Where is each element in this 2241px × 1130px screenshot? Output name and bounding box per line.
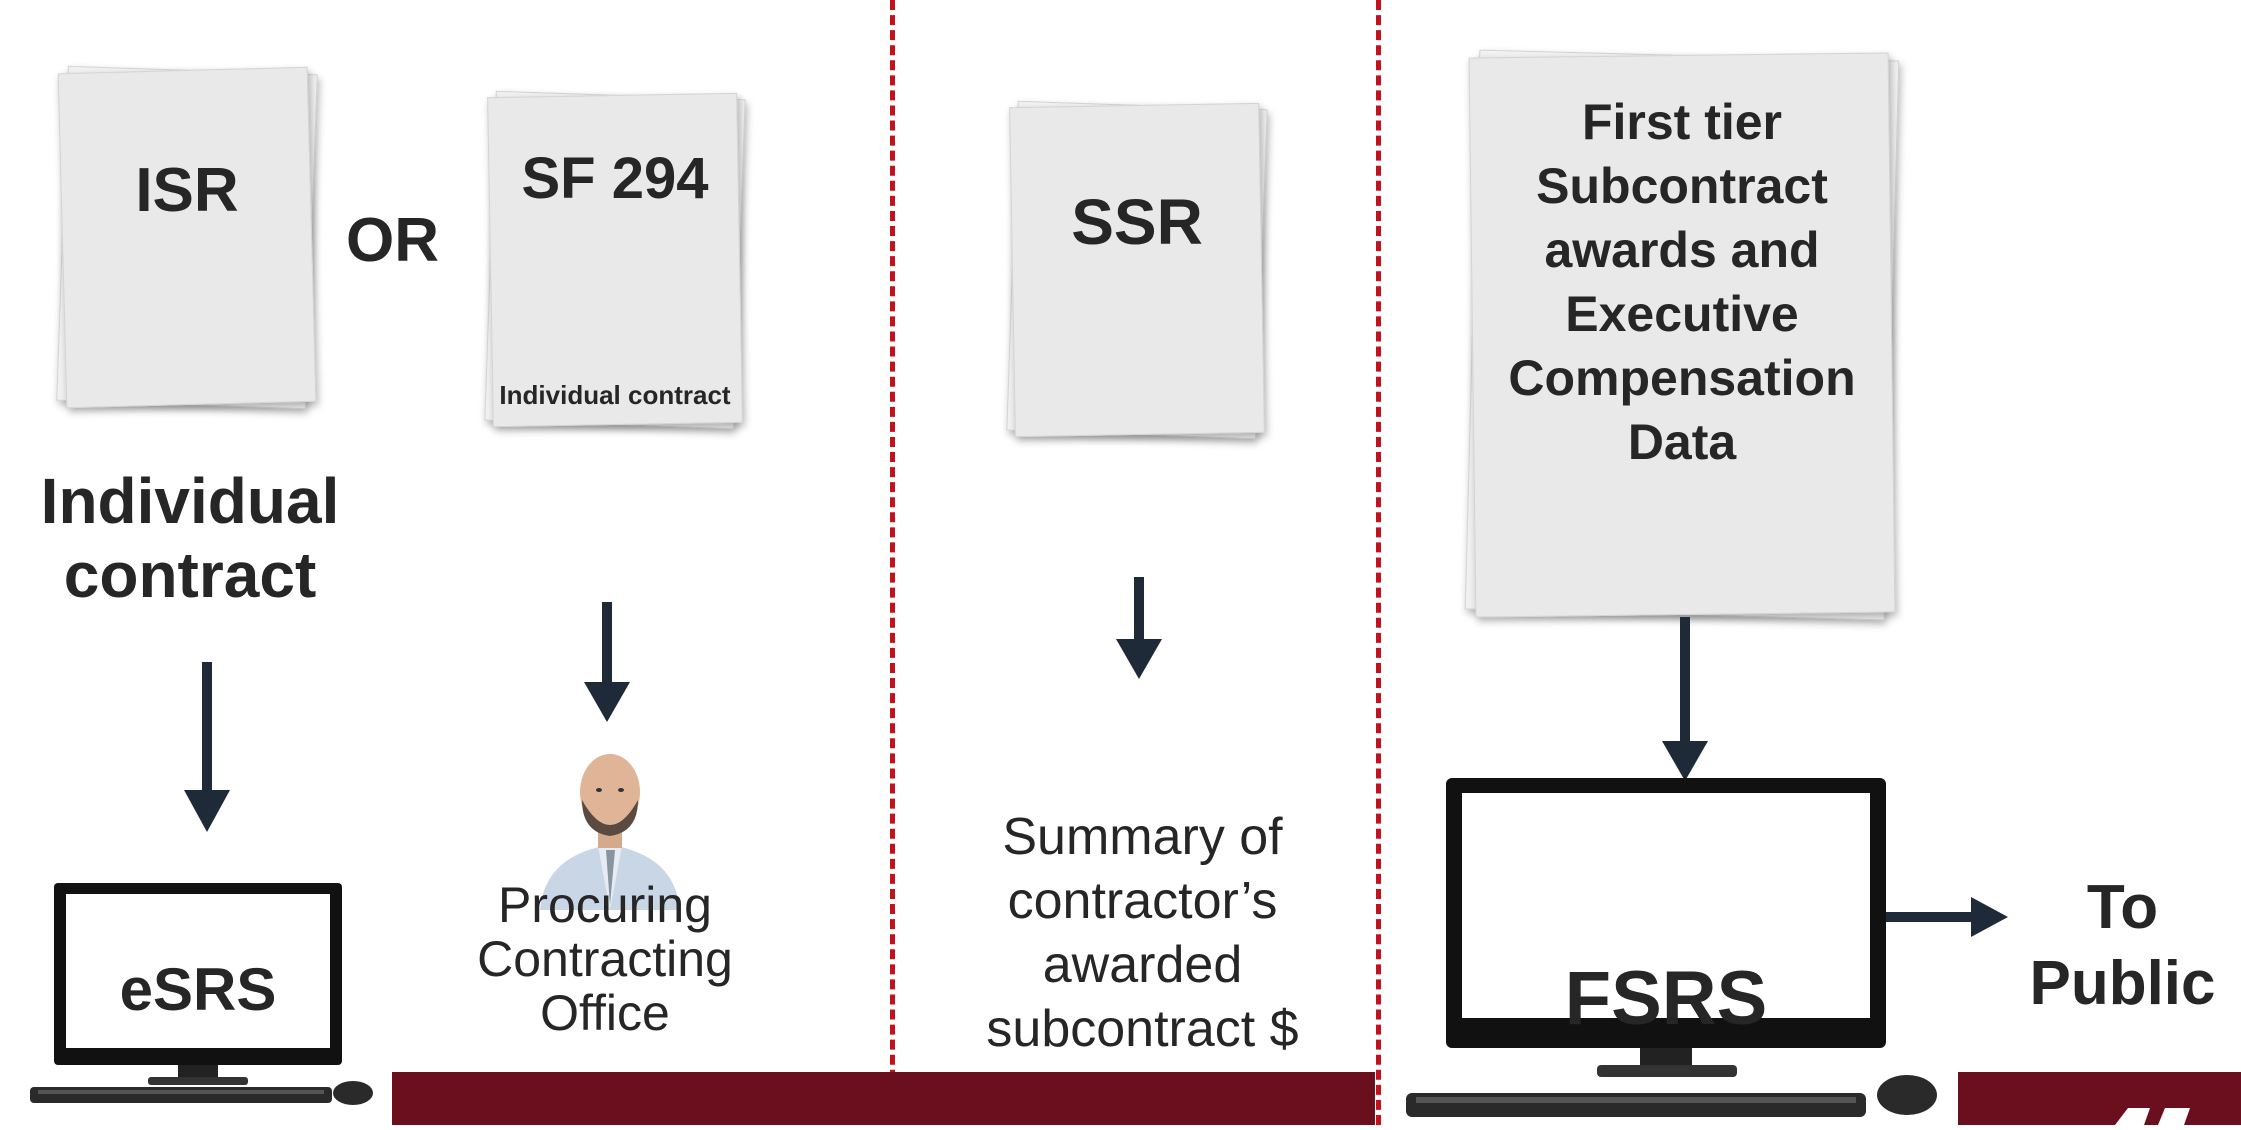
ssr-label: SSR [1071,186,1203,258]
to-public-label: To Public [2029,873,2216,1018]
footer-logo-fragment [2110,1100,2200,1125]
procuring-office-label: Procuring Contracting Office [477,877,733,1041]
sf294-document: SF 294 Individual contract [484,90,746,430]
divider-right [1376,0,1381,1125]
footer-bar-left [392,1072,1375,1125]
summary-label: Summary of contractor’s awarded subcontr… [986,808,1299,1058]
individual-contract-label: Individual contract [40,465,340,611]
arrow-down-fsrs [1662,617,1708,781]
ssr-document: SSR [1006,100,1268,440]
arrow-down-procuring [584,602,630,722]
isr-document: ISR [56,65,318,410]
arrow-right-public [1878,897,2008,937]
arrow-down-esrs [184,662,230,832]
isr-label: ISR [135,156,239,225]
sf294-sub-label: Individual contract [499,380,731,410]
fsrs-computer: FSRS [1402,775,1962,1125]
divider-left [890,0,895,1125]
esrs-label: eSRS [119,956,277,1023]
procuring-officer-avatar [520,740,700,910]
fsrs-label: FSRS [1564,956,1768,1041]
arrow-down-ssr [1116,577,1162,679]
footer-bar-right [1958,1072,2241,1125]
esrs-computer: eSRS [28,880,388,1110]
or-label: OR [346,206,439,275]
first-tier-label: First tier Subcontract awards and Execut… [1508,94,1856,470]
first-tier-document: First tier Subcontract awards and Execut… [1464,49,1900,621]
sf294-label: SF 294 [521,146,709,211]
